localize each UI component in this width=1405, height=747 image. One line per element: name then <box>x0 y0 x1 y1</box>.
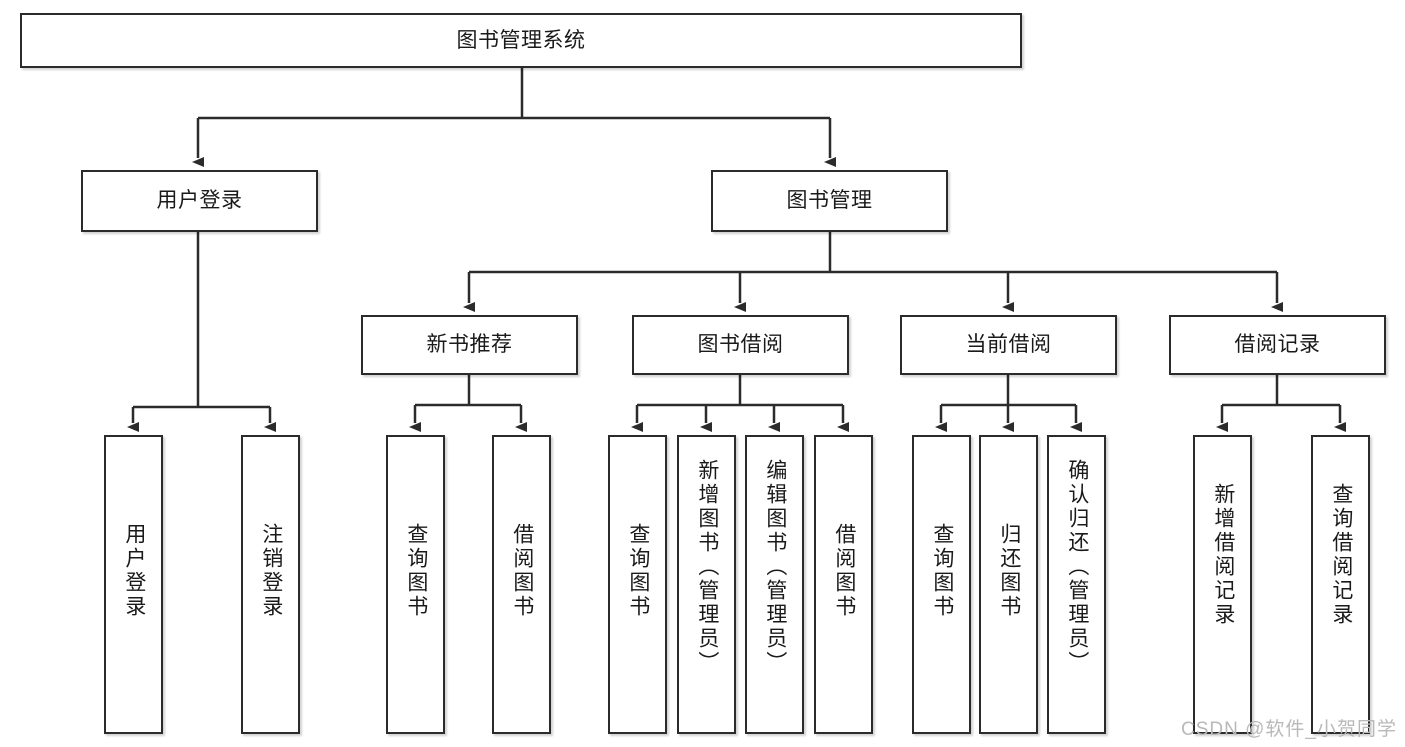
leaf-logout[interactable]: 注销登录 <box>241 435 300 734</box>
leaf-confirm-return-label: 确认归还（管理员） <box>1065 459 1089 675</box>
node-root[interactable]: 图书管理系统 <box>20 13 1022 68</box>
leaf-query-record[interactable]: 查询借阅记录 <box>1311 435 1370 734</box>
leaf-return-book-label: 归还图书 <box>997 523 1021 619</box>
leaf-query-book-c-label: 查询图书 <box>930 523 954 619</box>
leaf-query-book-c[interactable]: 查询图书 <box>912 435 971 734</box>
leaf-confirm-return[interactable]: 确认归还（管理员） <box>1047 435 1106 734</box>
leaf-user-login[interactable]: 用户登录 <box>104 435 163 734</box>
leaf-query-book-a[interactable]: 查询图书 <box>386 435 445 734</box>
leaf-edit-book-label: 编辑图书（管理员） <box>763 459 787 675</box>
node-borrow-record[interactable]: 借阅记录 <box>1169 315 1386 375</box>
leaf-add-book[interactable]: 新增图书（管理员） <box>677 435 736 734</box>
node-borrow-record-label: 借阅记录 <box>1234 333 1321 357</box>
node-book-borrow[interactable]: 图书借阅 <box>632 315 849 375</box>
node-book-manage[interactable]: 图书管理 <box>711 170 948 232</box>
node-root-label: 图书管理系统 <box>456 28 586 52</box>
leaf-borrow-book-a[interactable]: 借阅图书 <box>492 435 551 734</box>
leaf-borrow-book-b-label: 借阅图书 <box>832 523 856 619</box>
leaf-query-book-b[interactable]: 查询图书 <box>608 435 667 734</box>
leaf-add-record-label: 新增借阅记录 <box>1211 483 1235 627</box>
leaf-add-record[interactable]: 新增借阅记录 <box>1193 435 1252 734</box>
node-current-borrow[interactable]: 当前借阅 <box>900 315 1117 375</box>
node-user-login[interactable]: 用户登录 <box>81 170 318 232</box>
node-current-borrow-label: 当前借阅 <box>965 333 1052 357</box>
leaf-return-book[interactable]: 归还图书 <box>979 435 1038 734</box>
node-user-login-label: 用户登录 <box>156 189 243 213</box>
leaf-query-book-a-label: 查询图书 <box>404 523 428 619</box>
leaf-borrow-book-a-label: 借阅图书 <box>510 523 534 619</box>
leaf-logout-label: 注销登录 <box>259 523 283 619</box>
leaf-borrow-book-b[interactable]: 借阅图书 <box>814 435 873 734</box>
node-new-book-rec-label: 新书推荐 <box>426 333 513 357</box>
leaf-user-login-label: 用户登录 <box>122 523 146 619</box>
leaf-query-book-b-label: 查询图书 <box>626 523 650 619</box>
node-book-borrow-label: 图书借阅 <box>697 333 784 357</box>
node-book-manage-label: 图书管理 <box>786 189 873 213</box>
leaf-query-record-label: 查询借阅记录 <box>1329 483 1353 627</box>
leaf-edit-book[interactable]: 编辑图书（管理员） <box>745 435 804 734</box>
leaf-add-book-label: 新增图书（管理员） <box>695 459 719 675</box>
node-new-book-rec[interactable]: 新书推荐 <box>361 315 578 375</box>
